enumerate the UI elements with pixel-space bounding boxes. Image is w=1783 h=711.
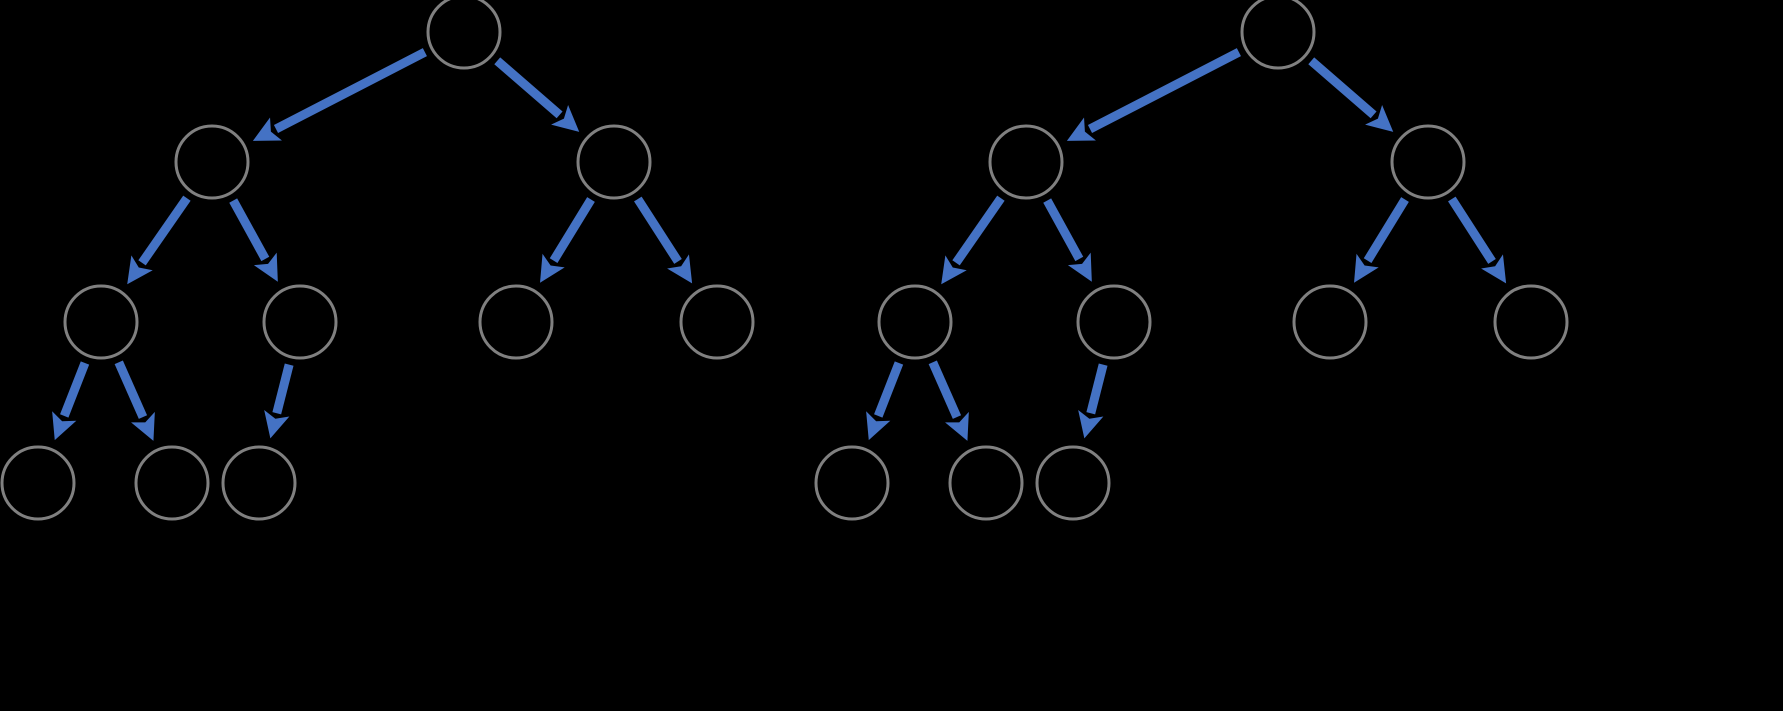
tree-edge-arrowhead <box>264 410 290 439</box>
tree-edge <box>264 363 294 439</box>
tree-edge-shaft <box>549 197 595 263</box>
node-circle-icon[interactable] <box>1390 124 1466 200</box>
tree-edge <box>928 360 969 441</box>
tree-edge-shaft <box>494 57 563 119</box>
tree-edge-shaft <box>60 361 90 418</box>
tree-edge-arrowhead <box>131 411 155 441</box>
tree-edge-shaft <box>1086 363 1108 415</box>
tree-edge-arrowhead <box>945 411 969 441</box>
tree-edge <box>866 361 904 441</box>
nodes-layer <box>0 0 1569 521</box>
tree-edge-arrowhead <box>252 117 282 141</box>
tree-edge <box>1308 57 1394 132</box>
edges-layer <box>52 48 1507 441</box>
tree-node[interactable] <box>1240 0 1316 70</box>
tree-edge-shaft <box>138 195 191 266</box>
tree-edge <box>941 195 1005 285</box>
tree-edge-shaft <box>1043 198 1084 262</box>
tree-node[interactable] <box>63 284 139 360</box>
node-circle-icon[interactable] <box>478 284 554 360</box>
tree-edge <box>127 195 191 285</box>
tree-edge-arrowhead <box>551 105 580 132</box>
tree-edge-arrowhead <box>1481 254 1507 284</box>
tree-node[interactable] <box>1493 284 1569 360</box>
node-circle-icon[interactable] <box>262 284 338 360</box>
tree-edge-shaft <box>952 195 1005 266</box>
node-circle-icon[interactable] <box>221 445 297 521</box>
tree-edge-shaft <box>272 363 294 415</box>
tree-node[interactable] <box>814 445 890 521</box>
tree-node[interactable] <box>948 445 1024 521</box>
tree-edge-arrowhead <box>866 411 891 441</box>
node-circle-icon[interactable] <box>814 445 890 521</box>
tree-edge-shaft <box>1363 197 1409 263</box>
tree-edge-shaft <box>1087 48 1241 133</box>
tree-node[interactable] <box>478 284 554 360</box>
tree-edge-arrowhead <box>941 255 967 285</box>
tree-edge-shaft <box>229 198 270 262</box>
node-circle-icon[interactable] <box>877 284 953 360</box>
node-circle-icon[interactable] <box>988 124 1064 200</box>
tree-node[interactable] <box>1292 284 1368 360</box>
node-circle-icon[interactable] <box>426 0 502 70</box>
tree-node[interactable] <box>988 124 1064 200</box>
tree-edge-arrowhead <box>253 252 278 282</box>
tree-node[interactable] <box>1076 284 1152 360</box>
node-circle-icon[interactable] <box>174 124 250 200</box>
tree-edge <box>52 361 90 441</box>
tree-edge <box>114 360 155 441</box>
tree-node[interactable] <box>1390 124 1466 200</box>
tree-node[interactable] <box>1035 445 1111 521</box>
tree-edge <box>1078 363 1108 439</box>
tree-node[interactable] <box>174 124 250 200</box>
tree-edge-arrowhead <box>1078 410 1104 439</box>
node-circle-icon[interactable] <box>679 284 755 360</box>
tree-node[interactable] <box>134 445 210 521</box>
node-circle-icon[interactable] <box>1076 284 1152 360</box>
tree-edge-arrowhead <box>1066 117 1096 141</box>
tree-edge <box>1043 198 1092 282</box>
tree-node[interactable] <box>679 284 755 360</box>
node-circle-icon[interactable] <box>1035 445 1111 521</box>
tree-edge-arrowhead <box>1354 253 1379 283</box>
tree-edge-arrowhead <box>1067 252 1092 282</box>
tree-edge-shaft <box>1308 57 1377 119</box>
tree-edge <box>494 57 580 132</box>
node-circle-icon[interactable] <box>63 284 139 360</box>
tree-node[interactable] <box>262 284 338 360</box>
tree-edge <box>540 197 595 283</box>
tree-edge-shaft <box>874 361 904 418</box>
node-circle-icon[interactable] <box>1240 0 1316 70</box>
tree-edge-arrowhead <box>1365 105 1394 132</box>
node-circle-icon[interactable] <box>1493 284 1569 360</box>
tree-edge-shaft <box>634 196 682 264</box>
tree-node[interactable] <box>877 284 953 360</box>
tree-edge <box>1066 48 1241 141</box>
tree-node[interactable] <box>426 0 502 70</box>
node-circle-icon[interactable] <box>576 124 652 200</box>
tree-edge-arrowhead <box>540 253 565 283</box>
tree-edge-shaft <box>1448 196 1496 264</box>
tree-edge-arrowhead <box>52 411 77 441</box>
tree-node[interactable] <box>221 445 297 521</box>
tree-edge <box>634 196 693 284</box>
node-circle-icon[interactable] <box>1292 284 1368 360</box>
tree-edge <box>252 48 427 141</box>
tree-node[interactable] <box>0 445 76 521</box>
tree-edge-arrowhead <box>667 254 693 284</box>
tree-edge <box>229 198 278 282</box>
tree-edge-arrowhead <box>127 255 153 285</box>
tree-edge-shaft <box>114 360 148 419</box>
node-circle-icon[interactable] <box>134 445 210 521</box>
tree-edge <box>1448 196 1507 284</box>
node-circle-icon[interactable] <box>948 445 1024 521</box>
tree-node[interactable] <box>576 124 652 200</box>
tree-edge <box>1354 197 1409 283</box>
node-circle-icon[interactable] <box>0 445 76 521</box>
tree-edge-shaft <box>273 48 427 133</box>
tree-edge-shaft <box>928 360 962 419</box>
